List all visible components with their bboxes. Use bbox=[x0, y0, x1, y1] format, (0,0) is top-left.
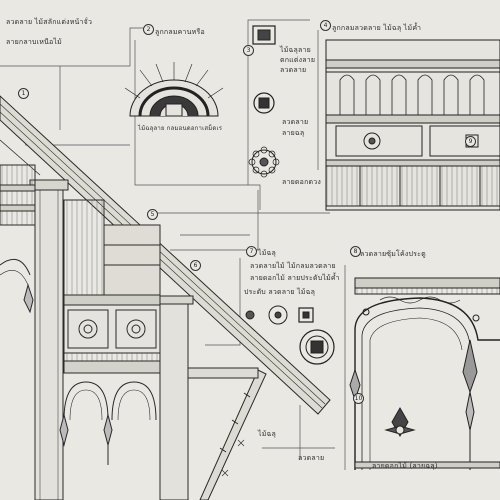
label-2: ลูกกลมคานหรือ bbox=[155, 28, 205, 36]
callout-marker: 3 bbox=[243, 45, 254, 56]
callout-marker: 10 bbox=[353, 393, 364, 404]
left-elevation bbox=[0, 95, 331, 500]
callout-marker: 7 bbox=[246, 246, 257, 257]
callout-marker: 8 bbox=[350, 246, 361, 257]
label-arch: ลวดลายซุ้มโค้งประตู bbox=[360, 250, 426, 258]
callout-marker: 6 bbox=[190, 260, 201, 271]
label-mid-right-3: ลายดอกดวง bbox=[282, 178, 322, 186]
callout-marker: 1 bbox=[18, 88, 29, 99]
center-ornaments bbox=[245, 305, 335, 365]
label-mid-right-2: ลายฉลุ bbox=[282, 129, 305, 137]
callout-marker: 9 bbox=[465, 136, 476, 147]
arch-detail bbox=[349, 277, 500, 470]
fan-ornament bbox=[124, 62, 224, 117]
label-top-left-1: ลวดลาย ไม้สลักแต่งหน้าจั่ว bbox=[6, 18, 93, 26]
small-ornaments bbox=[248, 25, 280, 178]
label-bottom-2: ลวดลาย bbox=[298, 454, 325, 462]
label-center-2: ลวดลายไม้ ไม้กลมลวดลาย bbox=[250, 262, 336, 270]
label-top-mid-3: ลวดลาย bbox=[280, 66, 307, 74]
label-top-left-2: ลายกลาบเหนือไม้ bbox=[6, 38, 62, 46]
label-fan-caption: ไม้ฉลุลาย กลมอนดอกาเสม็ดเร bbox=[138, 125, 223, 132]
label-center-4: ประดับ ลวดลาย ไม้ฉลุ bbox=[244, 288, 316, 296]
label-top-mid-2: ตกแต่งลาย bbox=[280, 56, 316, 64]
label-center-3: ลายดอกไม้ ลายประดับไม้ค้ำ bbox=[250, 274, 340, 282]
callout-marker: 5 bbox=[147, 209, 158, 220]
balustrade-panel bbox=[325, 39, 500, 211]
callout-marker: 4 bbox=[320, 20, 331, 31]
label-top-right: ลูกกลมลวดลาย ไม้ฉลุ ไม้ค้ำ bbox=[332, 24, 422, 32]
label-bottom-1: ไม้ฉลุ bbox=[258, 430, 276, 438]
callout-marker: 2 bbox=[143, 24, 154, 35]
label-mid-right-1: ลวดลาย bbox=[282, 118, 309, 126]
label-top-mid-1: ไม้ฉลุลาย bbox=[280, 46, 311, 54]
label-center-1: ไม้ฉลุ bbox=[258, 249, 276, 257]
label-bottom-right: ลายดอกไม้ (ลายฉลุ) bbox=[372, 462, 438, 470]
